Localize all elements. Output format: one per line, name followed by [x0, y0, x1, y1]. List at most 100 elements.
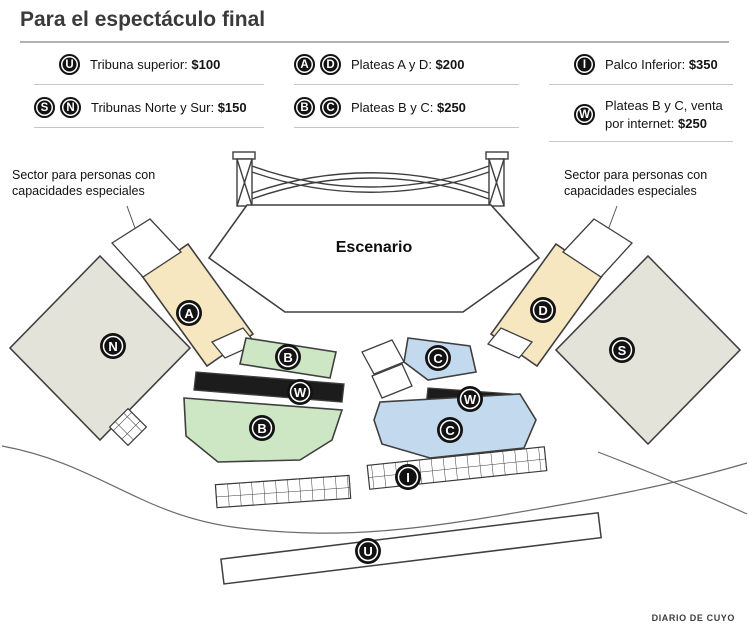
marker-ring: [289, 381, 311, 403]
marker-letter: U: [363, 544, 372, 559]
section-u-marker: U: [355, 538, 381, 564]
marker-letter: B: [283, 350, 292, 365]
legend-label: Plateas A y D:: [351, 56, 436, 72]
stage-truss: [232, 151, 509, 207]
truss-chord: [251, 171, 490, 193]
marker-letter: I: [406, 470, 410, 485]
section-i-badge: I: [574, 54, 595, 75]
section-s-marker: S: [609, 337, 635, 363]
marker-ring: [459, 388, 481, 410]
legend-item-tribuna-superior: U Tribuna superior: $100: [34, 54, 264, 85]
accessible-sector-label-left: Sector para personas con capacidades esp…: [12, 168, 156, 199]
legend-text: Palco Inferior: $350: [605, 56, 718, 74]
road-curve-main: [1, 445, 748, 534]
marker-ring: [102, 335, 124, 357]
section-a-marker: A: [176, 300, 202, 326]
section-b-lower-marker: B: [249, 415, 275, 441]
section-d-marker: D: [530, 297, 556, 323]
legend-badges: U: [34, 54, 80, 75]
section-d-notch: [486, 327, 534, 359]
section-n-shape: [8, 254, 192, 442]
road-curve-right: [597, 451, 748, 515]
section-d-badge: D: [320, 54, 341, 75]
marker-ring: [357, 540, 379, 562]
accessible-sector-right-shape: [561, 218, 634, 278]
legend-price: $250: [436, 99, 466, 115]
section-u-badge: U: [59, 54, 80, 75]
legend-item-palco-inferior: I Palco Inferior: $350: [549, 54, 733, 85]
tribuna-superior-bar: [220, 511, 602, 585]
legend-label: Plateas B y C, venta por internet:: [605, 98, 723, 131]
section-n-badge: N: [60, 97, 81, 118]
marker-ring: [178, 302, 200, 324]
legend-item-plateas-a-d: A D Plateas A y D: $200: [294, 54, 519, 85]
legend-price: $150: [217, 99, 247, 115]
legend-item-plateas-internet: W Plateas B y C, venta por internet: $25…: [549, 97, 733, 143]
section-i-marker: I: [395, 464, 421, 490]
marker-letter: N: [108, 339, 117, 354]
legend-price: $350: [688, 56, 718, 72]
legend-text: Tribuna superior: $100: [90, 56, 220, 74]
credit: DIARIO DE CUYO: [651, 613, 735, 623]
section-s-badge: S: [34, 97, 55, 118]
price-legend: U Tribuna superior: $100 A D Plateas A y…: [34, 54, 733, 143]
accessible-sector-label-right: Sector para personas con capacidades esp…: [564, 168, 708, 199]
marker-ring: [611, 339, 633, 361]
marker-ring: [427, 347, 449, 369]
legend-badges: S N: [34, 97, 81, 118]
title-divider: [20, 41, 729, 43]
hatch-square: [108, 407, 148, 447]
marker-ring: [251, 417, 273, 439]
stage-shape: [207, 204, 541, 313]
section-n-marker: N: [100, 333, 126, 359]
stage-label: Escenario: [336, 239, 413, 256]
legend-label: Palco Inferior:: [605, 56, 689, 72]
legend-item-plateas-b-c: B C Plateas B y C: $250: [294, 97, 519, 128]
palco-grid-left: [214, 474, 352, 509]
legend-item-tribunas-norte-sur: S N Tribunas Norte y Sur: $150: [34, 97, 264, 128]
accessible-sector-left-shape: [110, 218, 183, 278]
legend-badges: W: [549, 104, 595, 126]
legend-label: Plateas B y C:: [351, 99, 437, 115]
roads: [1, 445, 748, 534]
section-w-right-marker: W: [457, 386, 483, 412]
legend-label: Tribunas Norte y Sur:: [91, 99, 218, 115]
truss-chord: [251, 165, 490, 188]
section-c-upper-marker: C: [425, 345, 451, 371]
legend-price: $200: [435, 56, 465, 72]
legend-badges: I: [549, 54, 595, 75]
legend-badges: B C: [294, 97, 341, 118]
marker-ring: [439, 419, 461, 441]
marker-ring: [397, 466, 419, 488]
marker-ring: [277, 346, 299, 368]
marker-letter: C: [433, 351, 443, 366]
marker-ring: [532, 299, 554, 321]
legend-text: Plateas B y C, venta por internet: $250: [605, 97, 733, 132]
section-b-upper-marker: B: [275, 344, 301, 370]
legend-price: $100: [191, 56, 221, 72]
truss-chord: [251, 172, 490, 194]
section-s-shape: [554, 254, 742, 446]
marker-letter: A: [184, 306, 194, 321]
marker-letter: C: [445, 423, 455, 438]
marker-letter: D: [538, 303, 547, 318]
legend-text: Plateas B y C: $250: [351, 99, 466, 117]
section-c-lower-marker: C: [437, 417, 463, 443]
legend-badges: A D: [294, 54, 341, 75]
legend-price: $250: [678, 115, 707, 131]
center-white-sector: [371, 363, 413, 399]
marker-letter: S: [618, 343, 627, 358]
truss-brace: [236, 158, 253, 207]
truss-chord: [251, 177, 490, 200]
truss-cap-left: [232, 151, 256, 160]
legend-text: Plateas A y D: $200: [351, 56, 464, 74]
marker-letter: W: [464, 392, 477, 407]
marker-letter: B: [257, 421, 266, 436]
truss-brace: [488, 158, 505, 207]
truss-cap-right: [485, 151, 509, 160]
section-c-badge: C: [320, 97, 341, 118]
page-title: Para el espectáculo final: [20, 8, 266, 31]
section-a-badge: A: [294, 54, 315, 75]
